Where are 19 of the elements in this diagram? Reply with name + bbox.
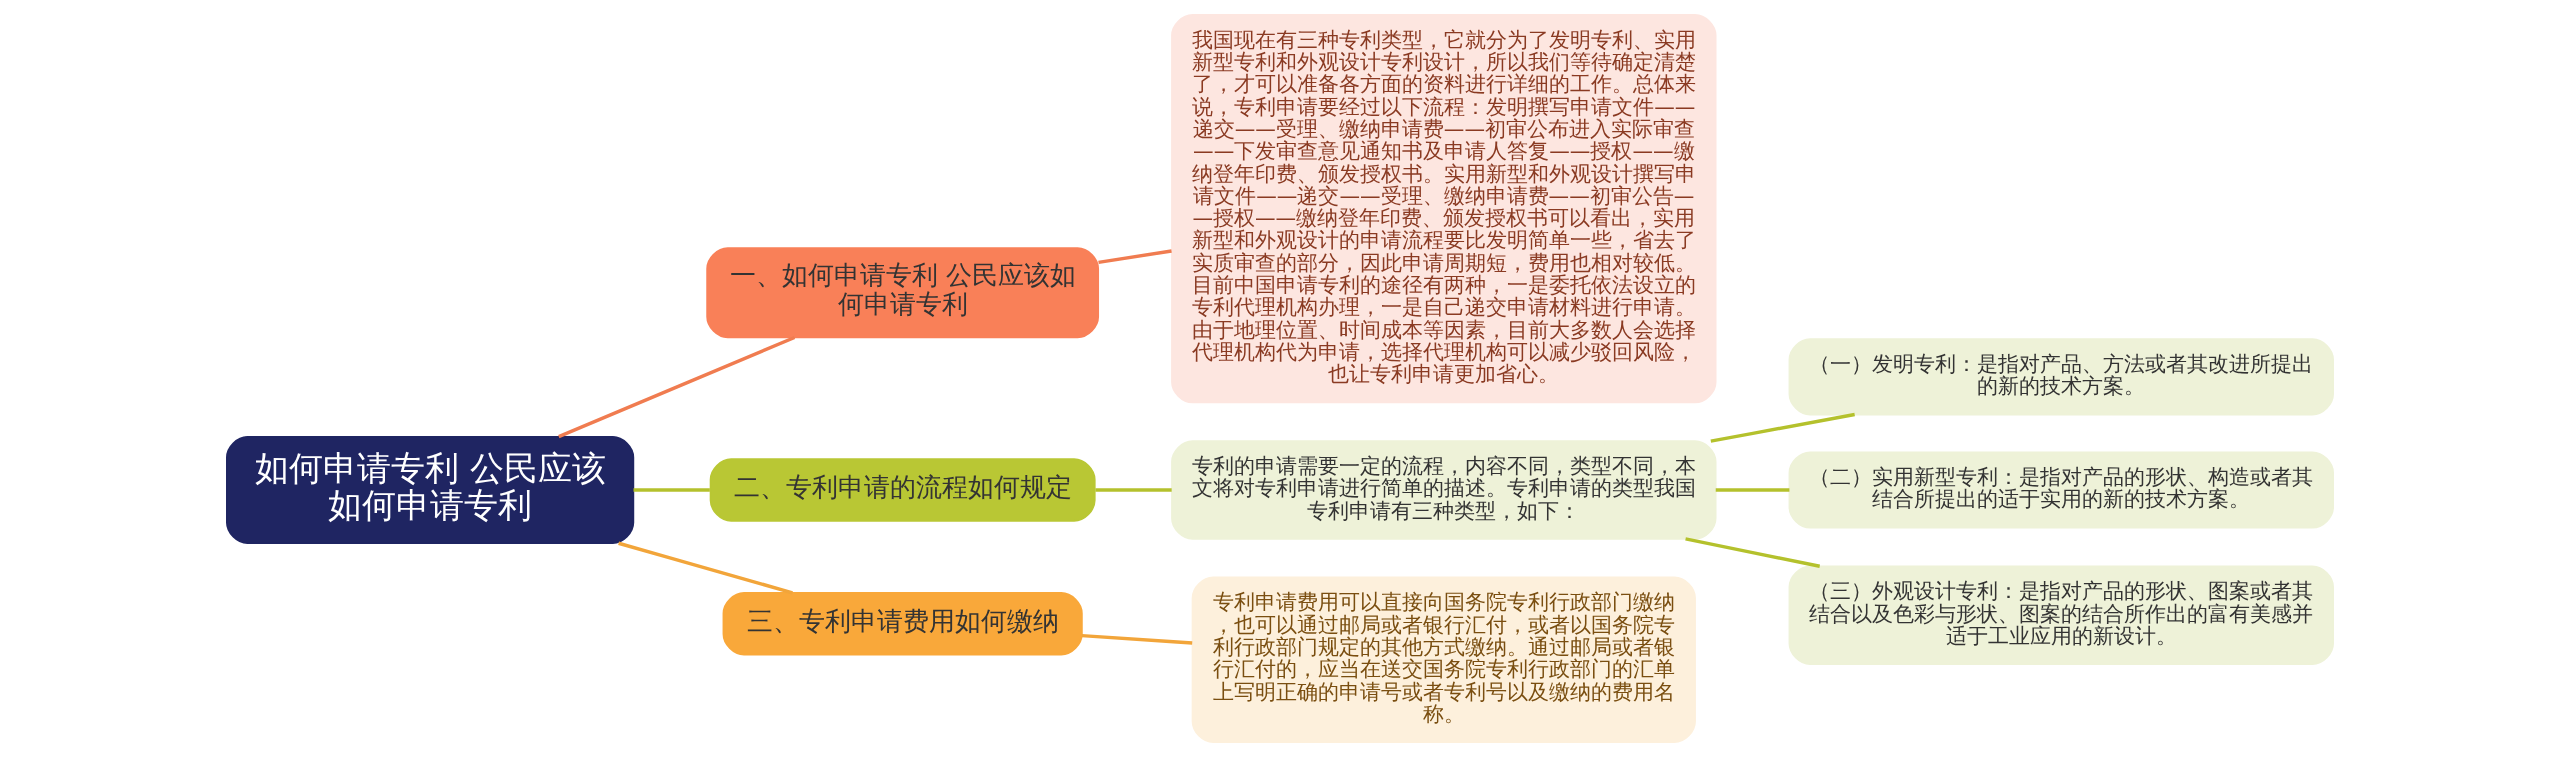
connector (1098, 249, 1172, 265)
connector (1095, 488, 1172, 492)
connector (1081, 633, 1193, 645)
connector (1710, 412, 1855, 443)
node-box: 专利的申请需要一定的流程，内容不同，类型不同，本文将对专利申请进行简单的描述。专利申请的类型我国专利申请有三种类型，如下： (1171, 440, 1717, 540)
node-box: 专利申请费用可以直接向国务院专利行政部门缴纳，也可以通过邮局或者银行汇付，或者以国务院专利行政部门规定的其他方式缴纳。通过邮局或者银行汇付的，应当在送交国务院专利行政部门的汇单上写明正确的申请号或者专利号以及缴纳的费用名称。 (1191, 576, 1696, 743)
node-box: 二、专利申请的流程如何规定 (709, 458, 1096, 522)
node-box: （一）发明专利：是指对产品、方法或者其改进所提出的新的技术方案。 (1788, 338, 2334, 416)
node-box: （二）实用新型专利：是指对产品的形状、构造或者其结合所提出的适于实用的新的技术方案。 (1788, 451, 2334, 529)
node-box: 一、如何申请专利 公民应该如何申请专利 (706, 247, 1100, 339)
connector (558, 335, 796, 439)
node-box: 如何申请专利 公民应该如何申请专利 (226, 435, 635, 544)
node-box: 三、专利申请费用如何缴纳 (722, 592, 1083, 656)
connector (633, 488, 710, 492)
node-box: 我国现在有三种专利类型，它就分为了发明专利、实用新型专利和外观设计专利设计，所以我们等待确定清楚了，才可以准备各方面的资料进行详细的工作。总体来说，专利申请要经过以下流程：发明撰写申请文件——递交——受理、缴纳申请费——初审公布进入实际审查——下发审查意见通知书及申请人答复——授权——缴纳登年印费、颁发授权书。实用新型和外观设计撰写申请文件——递交——受理、缴纳申请费——初审公告——授权——缴纳登年印费、颁发授权书可以看出，实用新型和外观设计的申请流程要比发明简单一些，省去了实质审查的部分，因此申请周期短，费用也相对较低。目前中国申请专利的途径有两种，一是委托依法设立的专利代理机构办理，一是自己递交申请材料进行申请。由于地理位置、时间成本等因素，目前大多数人会选择代理机构代为申请，选择代理机构可以减少驳回风险，也让专利申请更加省心。 (1171, 14, 1717, 404)
connector (1685, 537, 1821, 568)
connector (618, 541, 793, 595)
connector (1715, 488, 1790, 492)
node-box: （三）外观设计专利：是指对产品的形状、图案或者其结合以及色彩与形状、图案的结合所作出的富有美感并适于工业应用的新设计。 (1788, 565, 2334, 665)
